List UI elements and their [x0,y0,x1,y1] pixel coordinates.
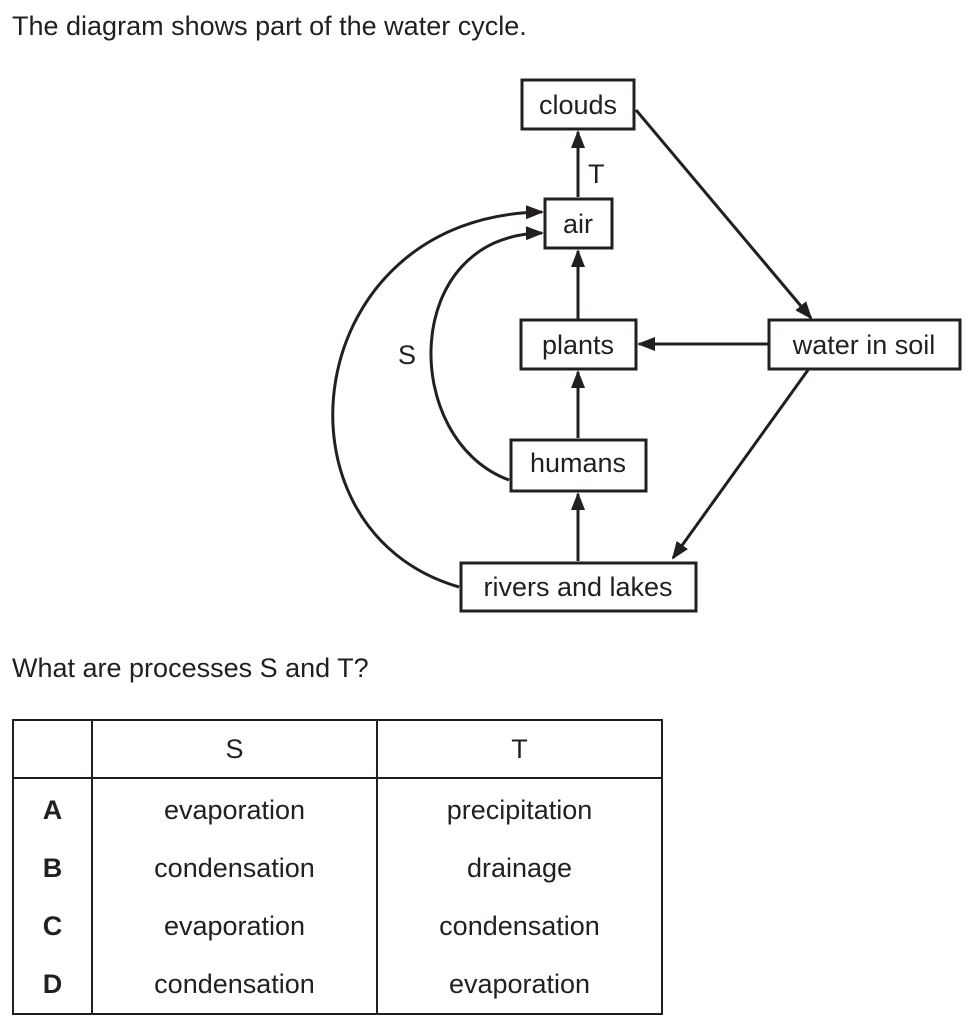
option-key: D [42,968,63,999]
answer-table: S T A evaporation precipitation B conden… [12,719,663,1015]
node-water-in-soil-label: water in soil [792,330,936,360]
header-S: S [91,720,377,779]
question-text: What are processes S and T? [12,653,369,683]
option-s-value: evaporation [91,897,377,955]
arrow-clouds-to-soil [634,109,813,320]
arrow-humans-to-air-S [429,226,544,482]
header-blank [13,720,92,779]
option-s-value: condensation [91,839,377,897]
node-clouds: clouds [520,78,636,131]
node-plants-label: plants [542,330,614,360]
node-rivers-and-lakes-label: rivers and lakes [483,572,672,602]
node-air: air [543,197,614,250]
water-cycle-diagram: T S clouds air plants water in soil huma… [331,78,962,613]
option-key: C [42,910,63,941]
header-T: T [376,720,662,779]
option-t-value: precipitation [376,778,662,839]
option-t-value: drainage [376,839,662,897]
option-s-value: evaporation [91,778,377,839]
table-row: B condensation drainage [13,839,662,897]
option-t-value: condensation [376,897,662,955]
node-air-label: air [563,209,593,239]
label-T: T [588,159,605,189]
option-key: A [42,794,63,825]
option-s-value: condensation [91,955,377,1014]
arrow-soil-to-rivers [671,369,810,560]
table-row: D condensation evaporation [13,955,662,1014]
option-key: B [42,852,63,883]
intro-text: The diagram shows part of the water cycl… [12,11,527,41]
node-humans-label: humans [530,448,626,478]
table-row: C evaporation condensation [13,897,662,955]
arrow-rivers-to-air [331,205,544,589]
label-S: S [398,340,416,370]
node-rivers-and-lakes: rivers and lakes [459,561,698,613]
node-humans: humans [509,438,648,493]
node-water-in-soil: water in soil [767,318,962,371]
node-plants: plants [519,318,638,371]
table-row: A evaporation precipitation [13,778,662,839]
node-clouds-label: clouds [539,90,617,120]
table-header-row: S T [13,720,662,779]
option-t-value: evaporation [376,955,662,1014]
